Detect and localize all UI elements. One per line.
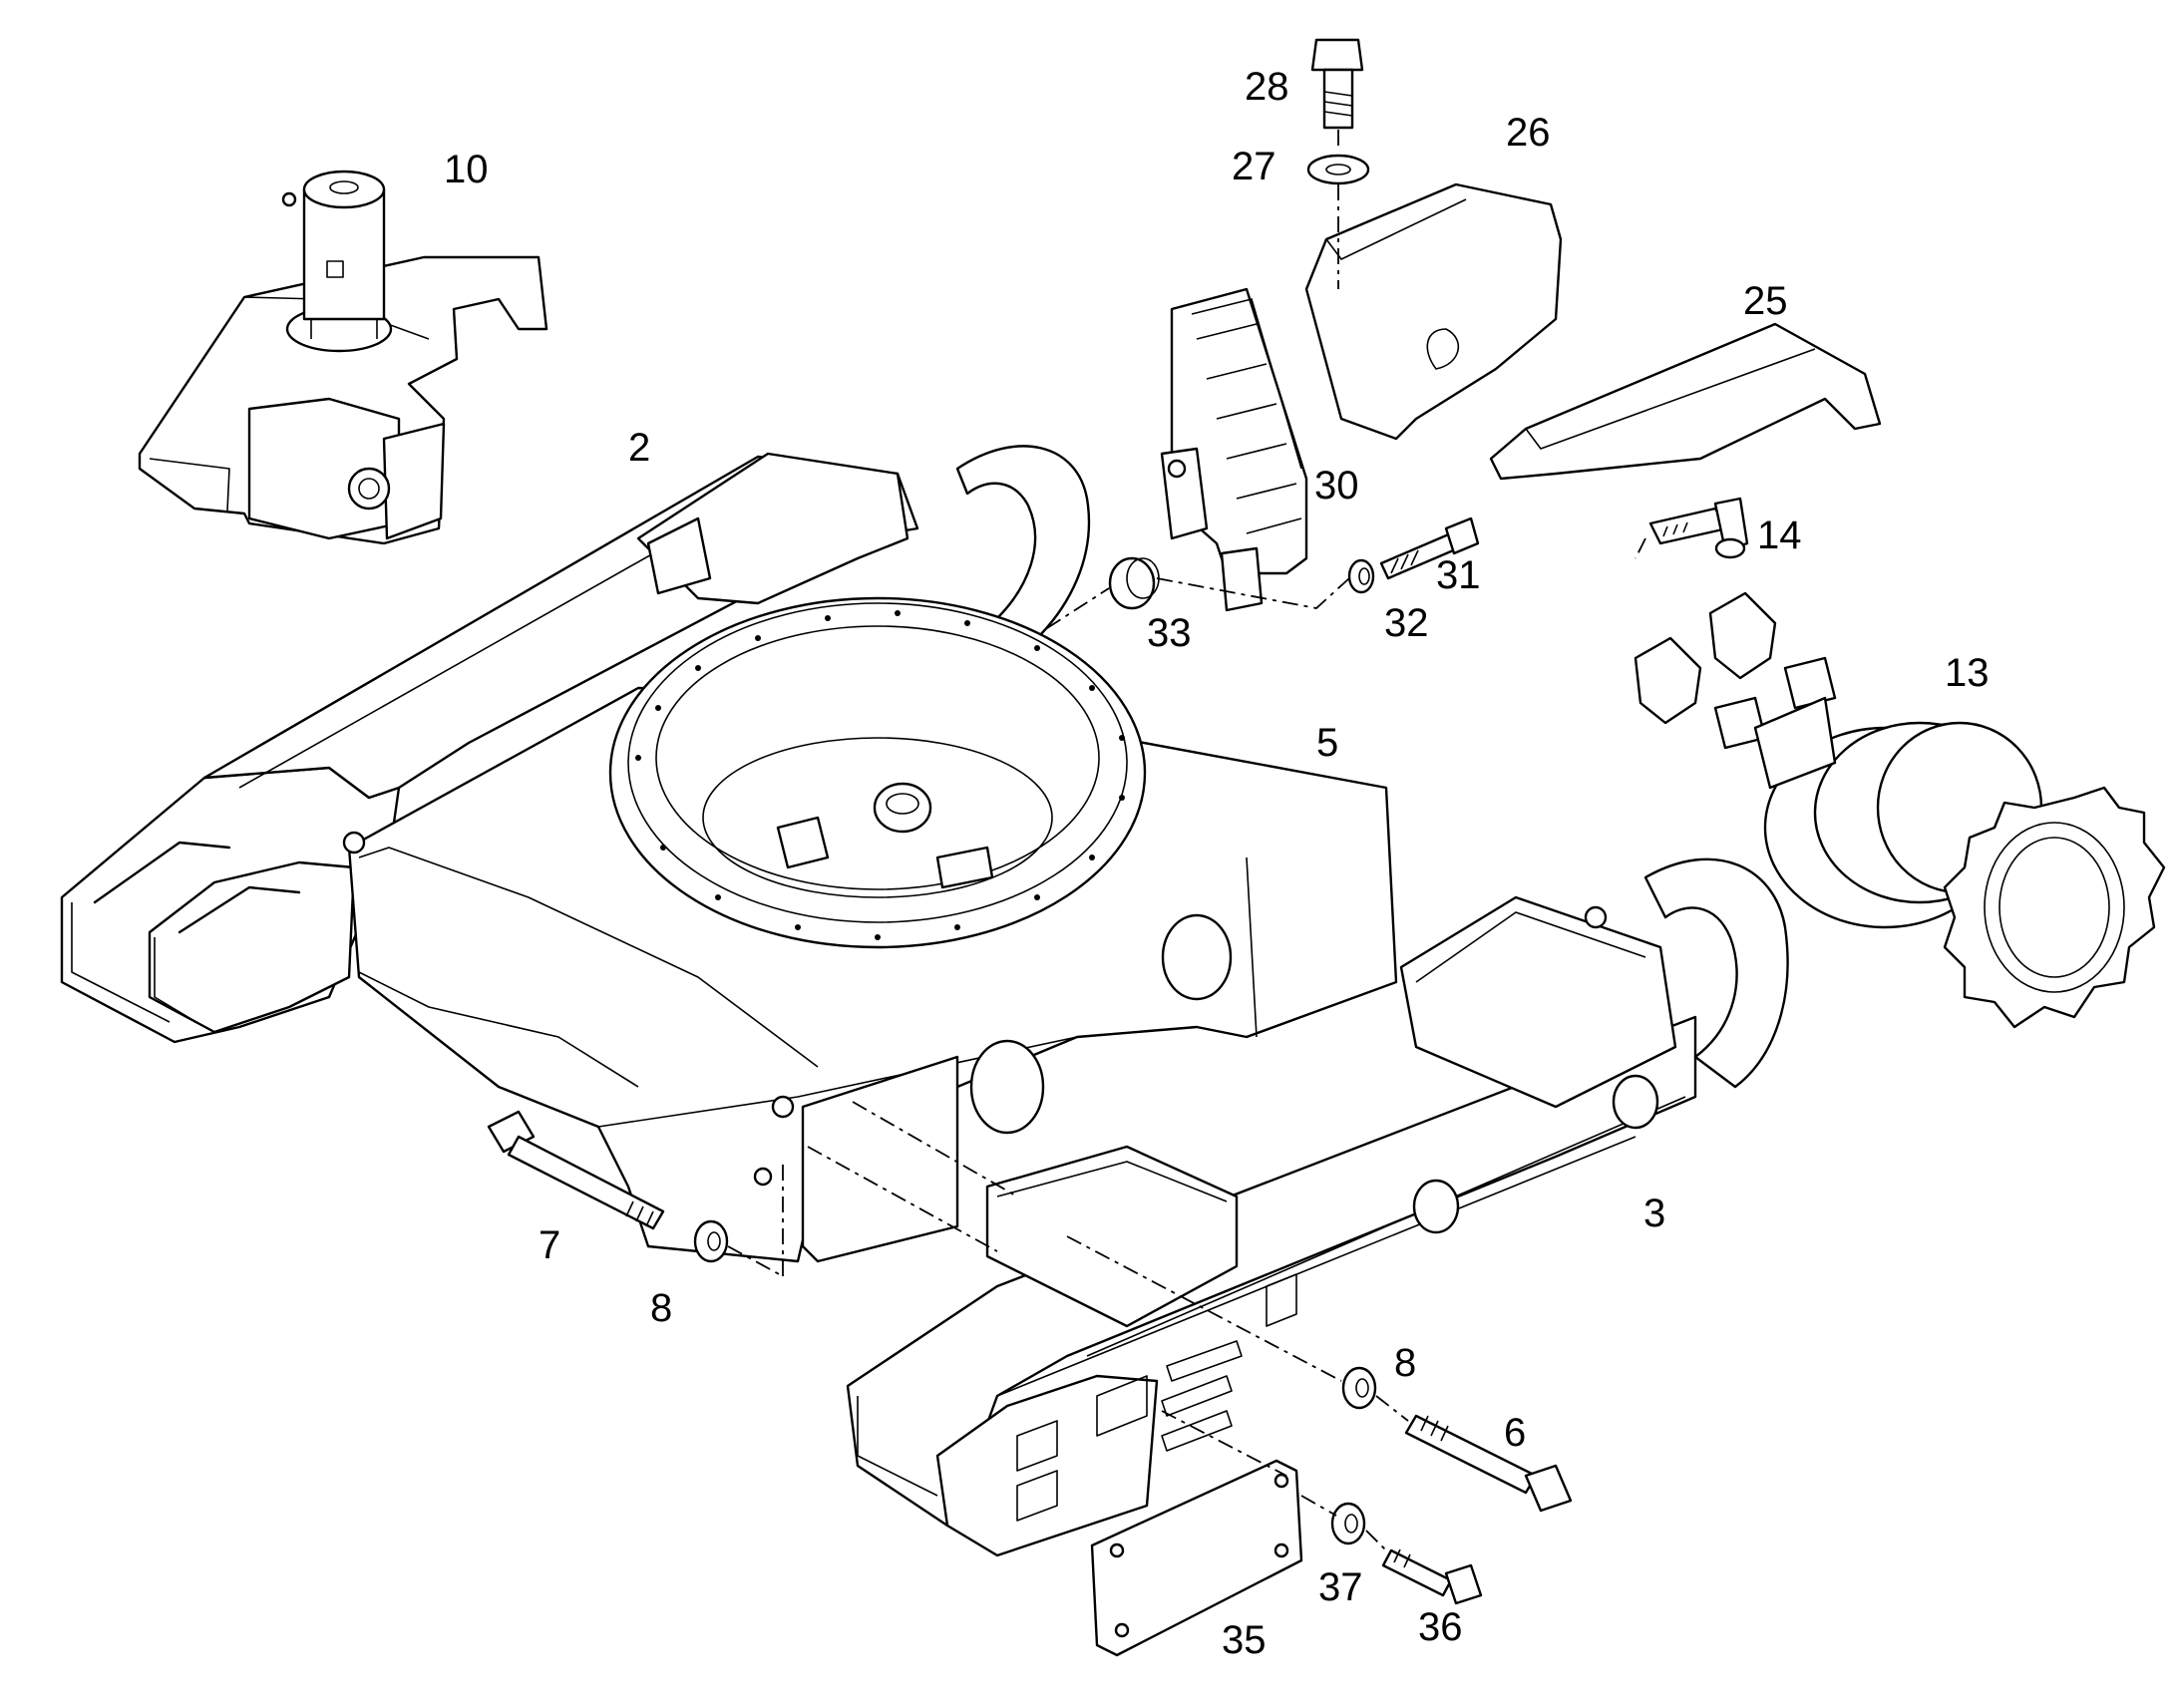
part-33-bushing	[1108, 556, 1160, 610]
part-28-bolt	[1310, 38, 1364, 130]
part-32-washer	[1347, 558, 1375, 594]
label-part-10: 10	[444, 148, 489, 191]
part-35-plate	[1090, 1459, 1303, 1657]
part-25-guard	[1489, 322, 1882, 481]
part-31-bolt	[1379, 516, 1480, 580]
part-36-bolt	[1381, 1548, 1483, 1605]
label-part-37: 37	[1318, 1565, 1363, 1609]
part-26-cover	[1304, 182, 1563, 441]
label-part-8-left: 8	[650, 1286, 672, 1330]
ring-bolt-holes	[635, 610, 1125, 940]
label-part-30: 30	[1314, 464, 1359, 508]
part-7-bolt	[487, 1110, 665, 1230]
part-labels: 2 3 5 6 7 8 8 10 13 14 25 26 27 28 30 31…	[444, 65, 1990, 1662]
part-27-washer	[1306, 154, 1370, 185]
label-part-3: 3	[1643, 1192, 1665, 1235]
label-part-5: 5	[1316, 721, 1338, 765]
part-30-step-ladder	[1160, 287, 1308, 612]
label-part-26: 26	[1506, 111, 1551, 155]
label-part-27: 27	[1232, 145, 1276, 188]
assembly-lines	[727, 130, 1646, 1551]
label-part-32: 32	[1384, 601, 1429, 645]
part-13-travel-motor	[1634, 591, 2166, 1029]
label-part-8-right: 8	[1394, 1341, 1416, 1385]
part-37-washer	[1330, 1502, 1366, 1545]
sprocket	[1943, 786, 2166, 1029]
label-part-13: 13	[1945, 651, 1990, 695]
label-part-31: 31	[1436, 553, 1481, 597]
part-14-fitting	[1648, 497, 1749, 559]
part-8-washer-left	[693, 1219, 729, 1263]
label-part-33: 33	[1147, 611, 1192, 655]
label-part-6: 6	[1504, 1411, 1526, 1455]
label-part-36: 36	[1418, 1605, 1463, 1649]
label-part-14: 14	[1757, 513, 1802, 557]
part-8-washer-right	[1341, 1366, 1377, 1410]
part-2-main-frame	[60, 445, 1398, 1263]
label-part-28: 28	[1245, 65, 1289, 109]
label-part-25: 25	[1743, 279, 1788, 323]
part-6-bolt	[1404, 1414, 1573, 1513]
part-10-rotary-assembly	[138, 170, 548, 545]
part-3-track-frame	[846, 857, 1789, 1557]
label-part-2: 2	[628, 426, 650, 470]
label-part-35: 35	[1222, 1618, 1267, 1662]
label-part-7: 7	[539, 1223, 560, 1267]
